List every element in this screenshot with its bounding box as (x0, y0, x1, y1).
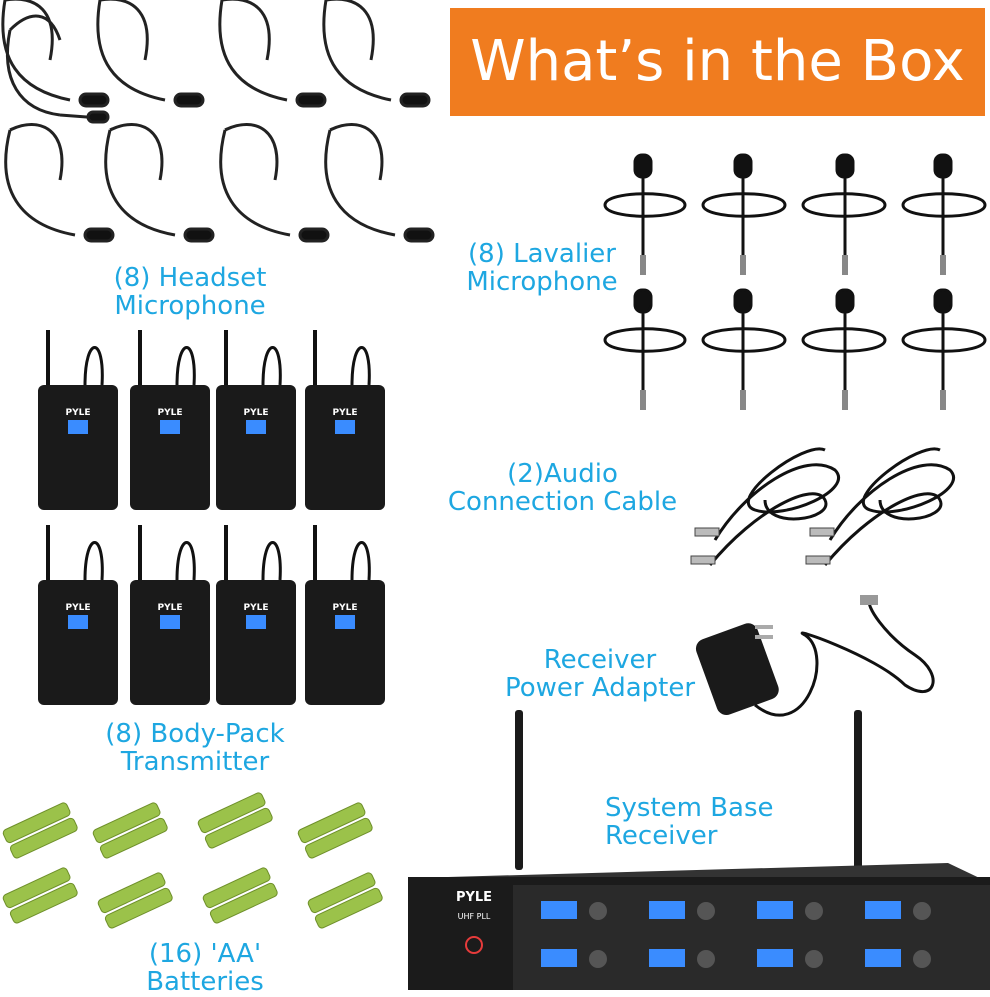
transmitter-logo: PYLE (66, 408, 91, 418)
lavalier-microphone-image (603, 153, 987, 410)
body-pack-transmitters: PYLE PYLE PYLE PYLE PYLE PYLE PYLE PYLE (30, 325, 390, 710)
transmitter-logo: PYLE (244, 408, 269, 418)
headset-label: (8) Headset Microphone (100, 264, 280, 320)
page-title: What’s in the Box (470, 29, 965, 94)
transmitter-logo: PYLE (333, 603, 358, 613)
title-banner: What’s in the Box (450, 8, 985, 116)
power-adapter-label: Receiver Power Adapter (500, 646, 700, 702)
base-receiver-label-line2: Receiver (605, 821, 718, 851)
power-adapter-image (695, 595, 935, 717)
headset-microphones (0, 0, 450, 260)
battery-image (2, 792, 383, 929)
audio-cable-label-line2: Connection Cable (447, 487, 678, 517)
aa-batteries (0, 790, 400, 935)
batteries-label: (16) 'AA' Batteries (130, 940, 280, 996)
base-receiver-label-line1: System Base (605, 793, 774, 823)
transmitter-logo: PYLE (66, 603, 91, 613)
transmitter-logo: PYLE (158, 408, 183, 418)
headset-microphone-image (1, 0, 435, 243)
lavalier-label-line1: (8) Lavalier (468, 239, 616, 269)
audio-cable-label: (2)Audio Connection Cable (445, 460, 680, 516)
transmitter-logo: PYLE (333, 408, 358, 418)
audio-cables (685, 430, 985, 590)
receiver-badge: UHF PLL (458, 912, 491, 921)
audio-cable-image (690, 447, 955, 566)
headset-label-line1: (8) Headset (113, 263, 267, 293)
body-pack-label-line2: Transmitter (120, 747, 270, 777)
batteries-label-line2: Batteries (146, 967, 264, 997)
headset-label-line2: Microphone (114, 291, 266, 321)
lavalier-label: (8) Lavalier Microphone (462, 240, 622, 296)
transmitter-logo: PYLE (158, 603, 183, 613)
body-pack-label: (8) Body-Pack Transmitter (100, 720, 290, 776)
receiver-logo: PYLE (456, 890, 492, 905)
base-receiver: PYLE UHF PLL (408, 705, 990, 990)
batteries-label-line1: (16) 'AA' (148, 939, 262, 969)
lavalier-microphones (595, 145, 990, 425)
body-pack-label-line1: (8) Body-Pack (105, 719, 285, 749)
power-adapter-label-line1: Receiver (543, 645, 657, 675)
body-pack-transmitter-image: PYLE PYLE PYLE PYLE PYLE PYLE PYLE PYLE (38, 330, 385, 705)
power-adapter-label-line2: Power Adapter (504, 673, 696, 703)
audio-cable-label-line1: (2)Audio (507, 459, 618, 489)
power-adapter (695, 595, 955, 745)
transmitter-logo: PYLE (244, 603, 269, 613)
base-receiver-image: PYLE UHF PLL (408, 710, 990, 990)
base-receiver-label: System Base Receiver (605, 794, 795, 850)
lavalier-label-line2: Microphone (466, 267, 618, 297)
